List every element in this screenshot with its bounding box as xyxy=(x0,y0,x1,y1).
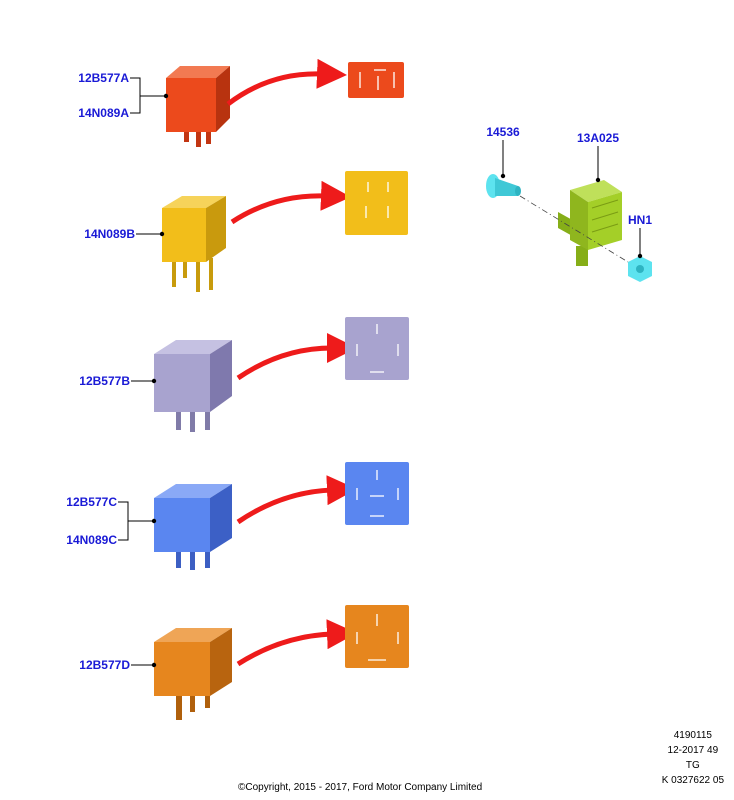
part-label-12B577D: 12B577D xyxy=(79,658,130,672)
red-pinout-icon xyxy=(348,62,404,98)
part-label-13A025: 13A025 xyxy=(577,131,619,145)
bolt-axis-line xyxy=(519,195,629,263)
drawing-reference-block: 4190115 12-2017 49 TG K 0327622 05 xyxy=(662,728,724,788)
part-label-12B577A: 12B577A xyxy=(78,71,129,85)
reference-line-2: 12-2017 49 xyxy=(667,745,719,756)
reference-line-3: TG xyxy=(685,760,700,771)
grey-pinout-icon xyxy=(345,317,409,380)
mounting-bracket xyxy=(558,180,622,266)
part-label-12B577B: 12B577B xyxy=(79,374,130,388)
yellow-arrow xyxy=(230,180,351,225)
grey-arrow xyxy=(236,333,357,381)
part-label-HN1: HN1 xyxy=(628,213,652,227)
callout-dots xyxy=(151,93,643,668)
part-label-14536: 14536 xyxy=(486,125,520,139)
orange-arrow xyxy=(236,619,357,667)
copyright-notice: ©Copyright, 2015 - 2017, Ford Motor Comp… xyxy=(238,782,483,793)
part-label-12B577C: 12B577C xyxy=(66,495,117,509)
part-label-14N089A: 14N089A xyxy=(78,106,129,120)
blue-relay xyxy=(154,484,232,570)
callout-leaders xyxy=(118,77,641,666)
orange-relay xyxy=(154,628,232,720)
blue-pinout-icon xyxy=(345,462,409,525)
bolt xyxy=(486,174,521,198)
red-arrow xyxy=(226,58,347,106)
reference-line-4: K 0327622 05 xyxy=(661,775,724,786)
orange-pinout-icon xyxy=(345,605,409,668)
reference-line-1: 4190115 xyxy=(673,730,712,741)
part-label-14N089C: 14N089C xyxy=(66,533,117,547)
yellow-pinout-icon xyxy=(345,171,408,235)
part-label-14N089B: 14N089B xyxy=(84,227,135,241)
red-relay xyxy=(166,66,230,147)
grey-relay xyxy=(154,340,232,432)
nut xyxy=(628,256,652,282)
yellow-relay xyxy=(162,196,226,292)
blue-arrow xyxy=(236,475,357,525)
